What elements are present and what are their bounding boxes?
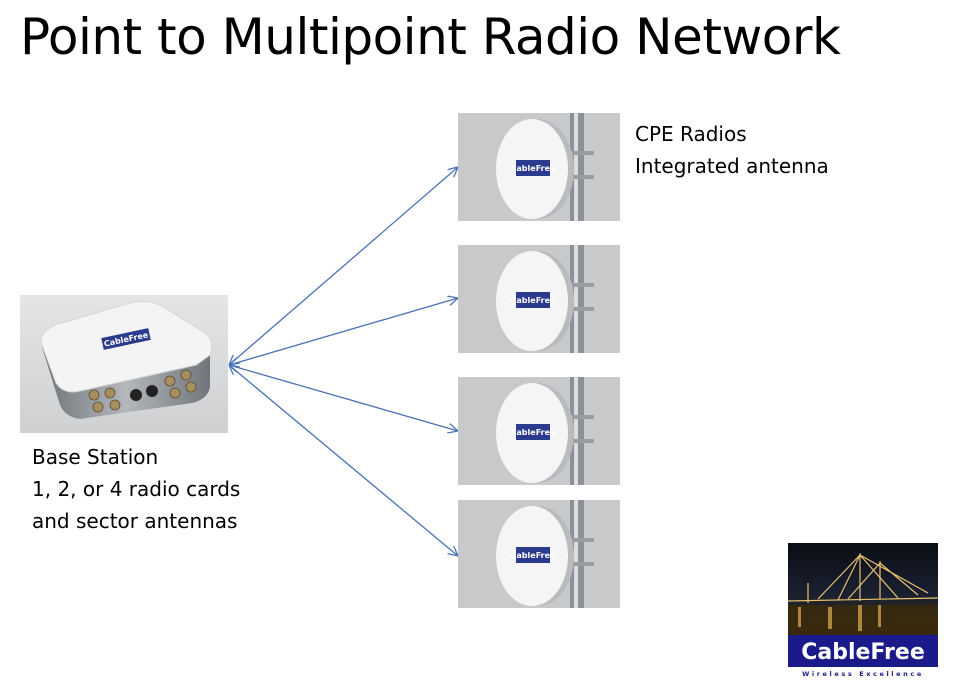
svg-text:Wireless Excellence: Wireless Excellence [802,670,924,678]
arrow-to-cpe-4 [229,365,458,556]
svg-text:CableFree: CableFree [801,640,925,665]
slide-title: Point to Multipoint Radio Network [20,8,841,66]
base-station-label-line: and sector antennas [32,509,238,533]
cpe-brand-label: CableFree [511,296,556,305]
cpe-radio-photo: CableFree [458,113,620,221]
arrow-to-cpe-3 [229,365,458,431]
cpe-radio-photo: CableFree [458,245,620,353]
cablefree-logo: CableFree Wireless Excellence [788,543,938,679]
arrow-to-cpe-1 [229,167,458,365]
cpe-brand-label: CableFree [511,428,556,437]
cpe-brand-label: CableFree [511,164,556,173]
base-station-label: Base Station 1, 2, or 4 radio cards and … [32,441,240,537]
cpe-label-line: Integrated antenna [635,154,829,178]
base-station-photo: CableFree [20,295,228,433]
base-station-label-line: 1, 2, or 4 radio cards [32,477,241,501]
cpe-label: CPE Radios Integrated antenna [635,118,829,182]
cpe-radio-photo: CableFree [458,377,620,485]
base-station-label-line: Base Station [32,445,159,469]
cpe-label-line: CPE Radios [635,122,747,146]
arrow-to-cpe-2 [229,298,458,365]
cpe-brand-label: CableFree [511,551,556,560]
cpe-radio-photo: CableFree [458,500,620,608]
